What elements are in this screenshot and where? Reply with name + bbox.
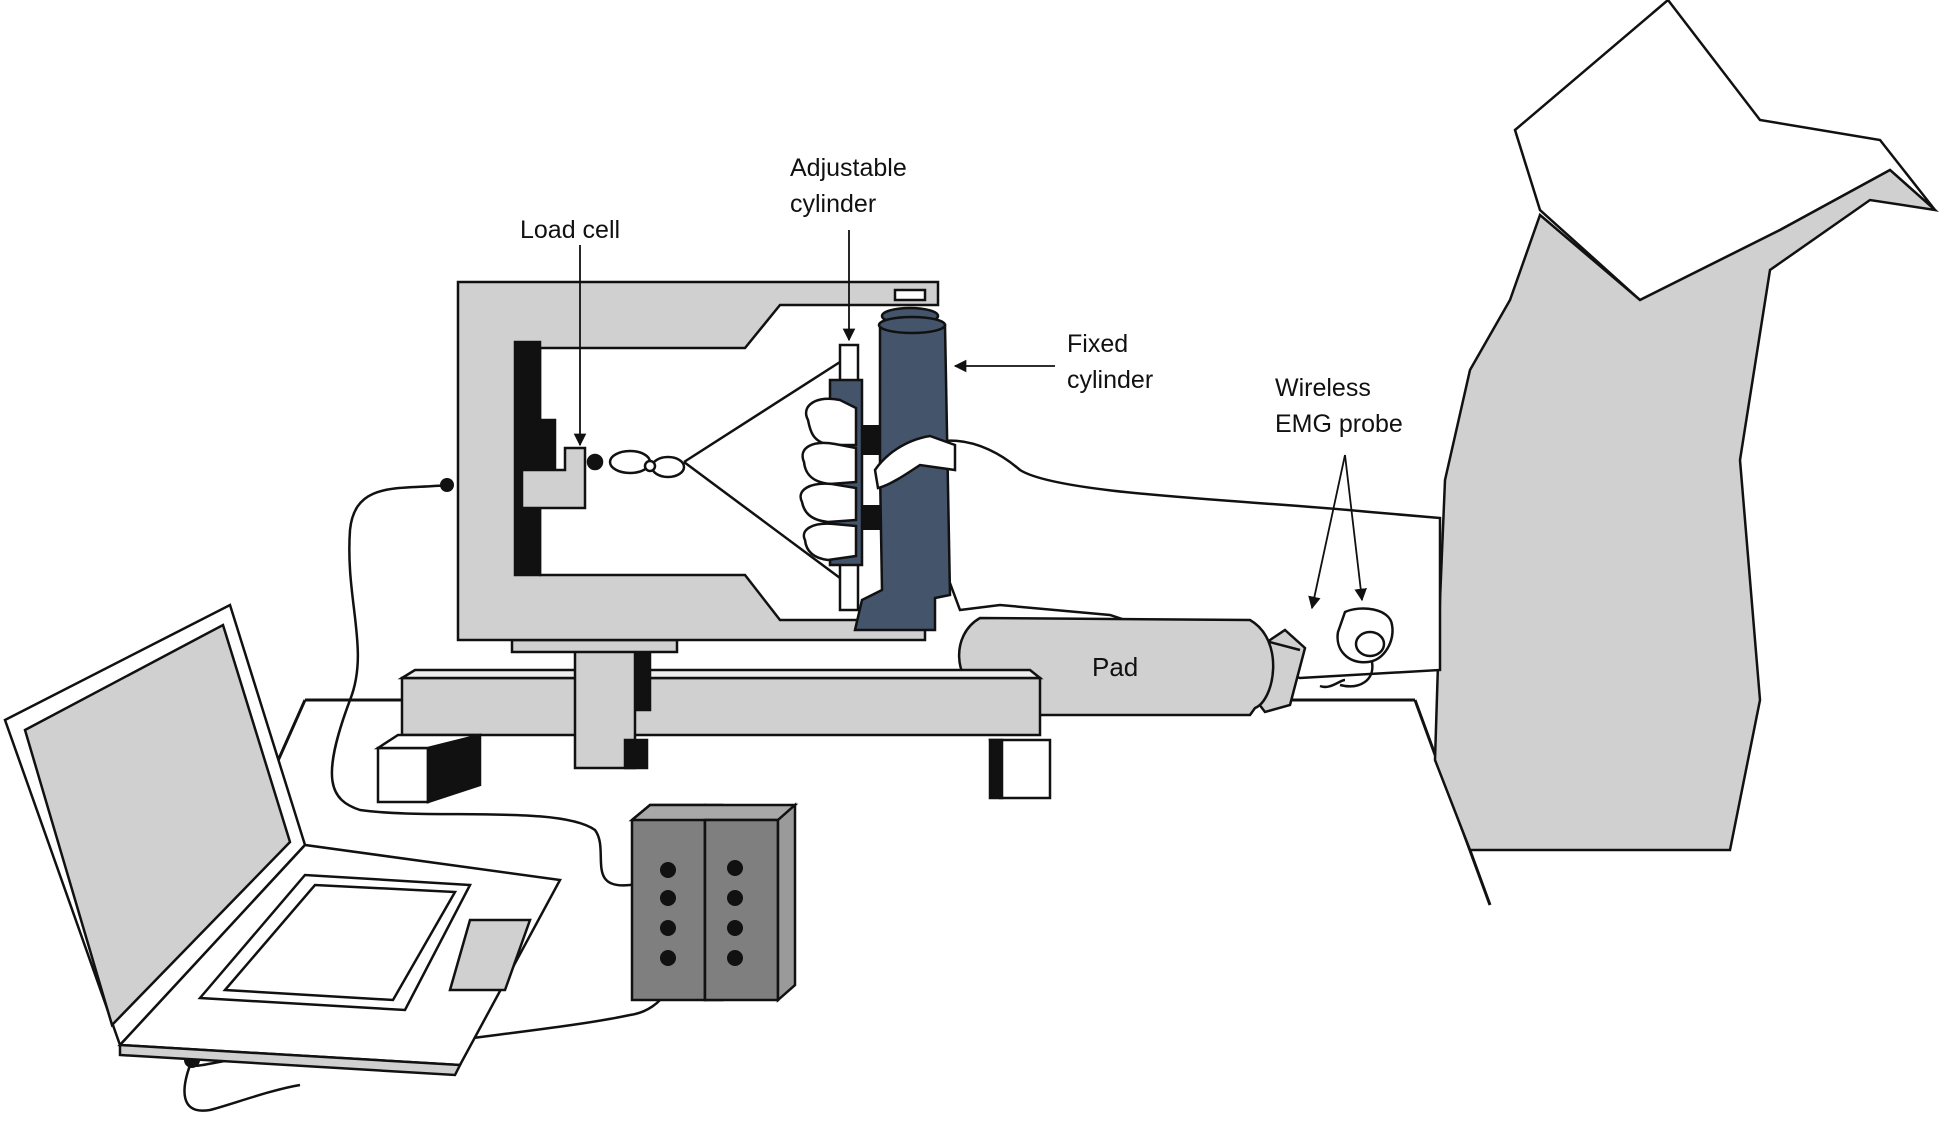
arm (903, 439, 1442, 680)
fixed-cylinder-label-line1: Fixed (1067, 330, 1129, 358)
strut (683, 360, 841, 580)
fixed-cylinder-label: Fixed cylinder (1067, 326, 1153, 398)
leader-arrows (573, 230, 1367, 610)
emg-probe-arrow-1 (1308, 454, 1346, 610)
base-platform (373, 638, 1052, 804)
laptop (3, 603, 562, 1077)
adjustable-cylinder-label-line1: Adjustable (790, 154, 907, 182)
emg-probe-label-line2: EMG probe (1275, 410, 1403, 438)
cylinder-connectors (862, 425, 884, 530)
thumb (873, 434, 957, 490)
emg-probe-label-line1: Wireless (1275, 374, 1371, 402)
load-cell-label: Load cell (520, 216, 621, 244)
amplifier-ports (660, 860, 743, 966)
emg-probe-arrow-2 (1344, 454, 1367, 602)
c-frame (456, 280, 940, 642)
person-torso (1433, 0, 1939, 852)
emg-probe-2 (1336, 607, 1394, 688)
amplifier-box (628, 802, 799, 1003)
load-cell (520, 446, 686, 510)
adjustable-cylinder-label-line2: cylinder (790, 190, 877, 218)
pad-label: Pad (1092, 652, 1139, 682)
fingers (799, 397, 858, 562)
adjustable-cylinder-label: Adjustable cylinder (790, 150, 907, 222)
emg-probe-label: Wireless EMG probe (1275, 370, 1403, 442)
fixed-cylinder-label-line2: cylinder (1067, 366, 1154, 394)
